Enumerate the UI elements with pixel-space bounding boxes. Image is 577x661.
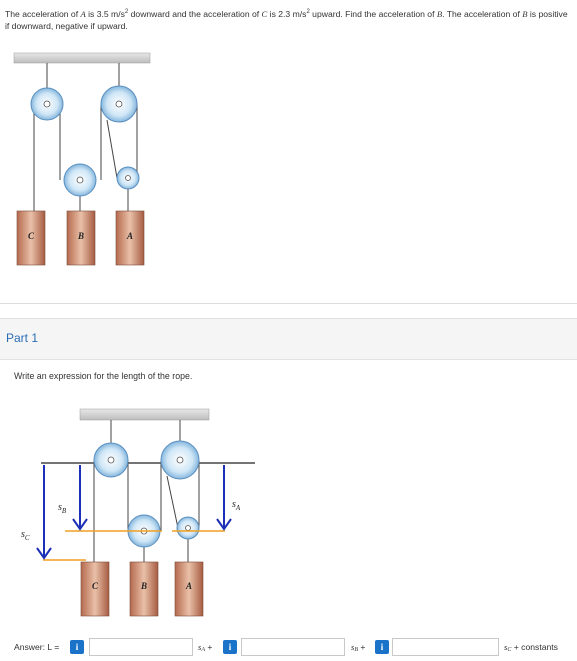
answer-input-2[interactable] [241, 638, 345, 656]
block-a [115, 210, 145, 266]
info-button-1[interactable]: i [70, 640, 84, 654]
pulley-figure-1: C B A [13, 52, 151, 266]
info-button-2[interactable]: i [223, 640, 237, 654]
part-title: Part 1 [6, 331, 39, 345]
block-c-label: C [28, 231, 35, 241]
ceiling [13, 52, 151, 64]
answer-label: Answer: L = [14, 642, 60, 652]
ceiling-2 [79, 408, 210, 421]
block-b-label: B [77, 231, 84, 241]
label-sa: sA [232, 499, 241, 512]
block-b-label-2: B [140, 581, 147, 591]
pulley-figure-2: C B A sC sB sA [21, 408, 255, 617]
part-instruction: Write an expression for the length of th… [14, 371, 193, 381]
block-b [66, 210, 96, 266]
block-a-label: A [126, 231, 133, 241]
term-sc: sC + constants [504, 642, 558, 653]
term-sa: sA + [198, 642, 213, 653]
part-header: Part 1 [0, 318, 577, 360]
label-sb: sB [58, 502, 67, 515]
block-c [16, 210, 46, 266]
section-divider [0, 303, 577, 304]
block-a-label-2: A [185, 581, 192, 591]
answer-input-1[interactable] [89, 638, 193, 656]
term-sb: sB + [351, 642, 366, 653]
info-button-3[interactable]: i [375, 640, 389, 654]
var-a: A [80, 8, 86, 19]
answer-input-3[interactable] [392, 638, 499, 656]
label-sc: sC [21, 529, 30, 542]
problem-statement: The acceleration of A is 3.5 m/s2 downwa… [5, 8, 568, 31]
block-c-label-2: C [92, 581, 99, 591]
